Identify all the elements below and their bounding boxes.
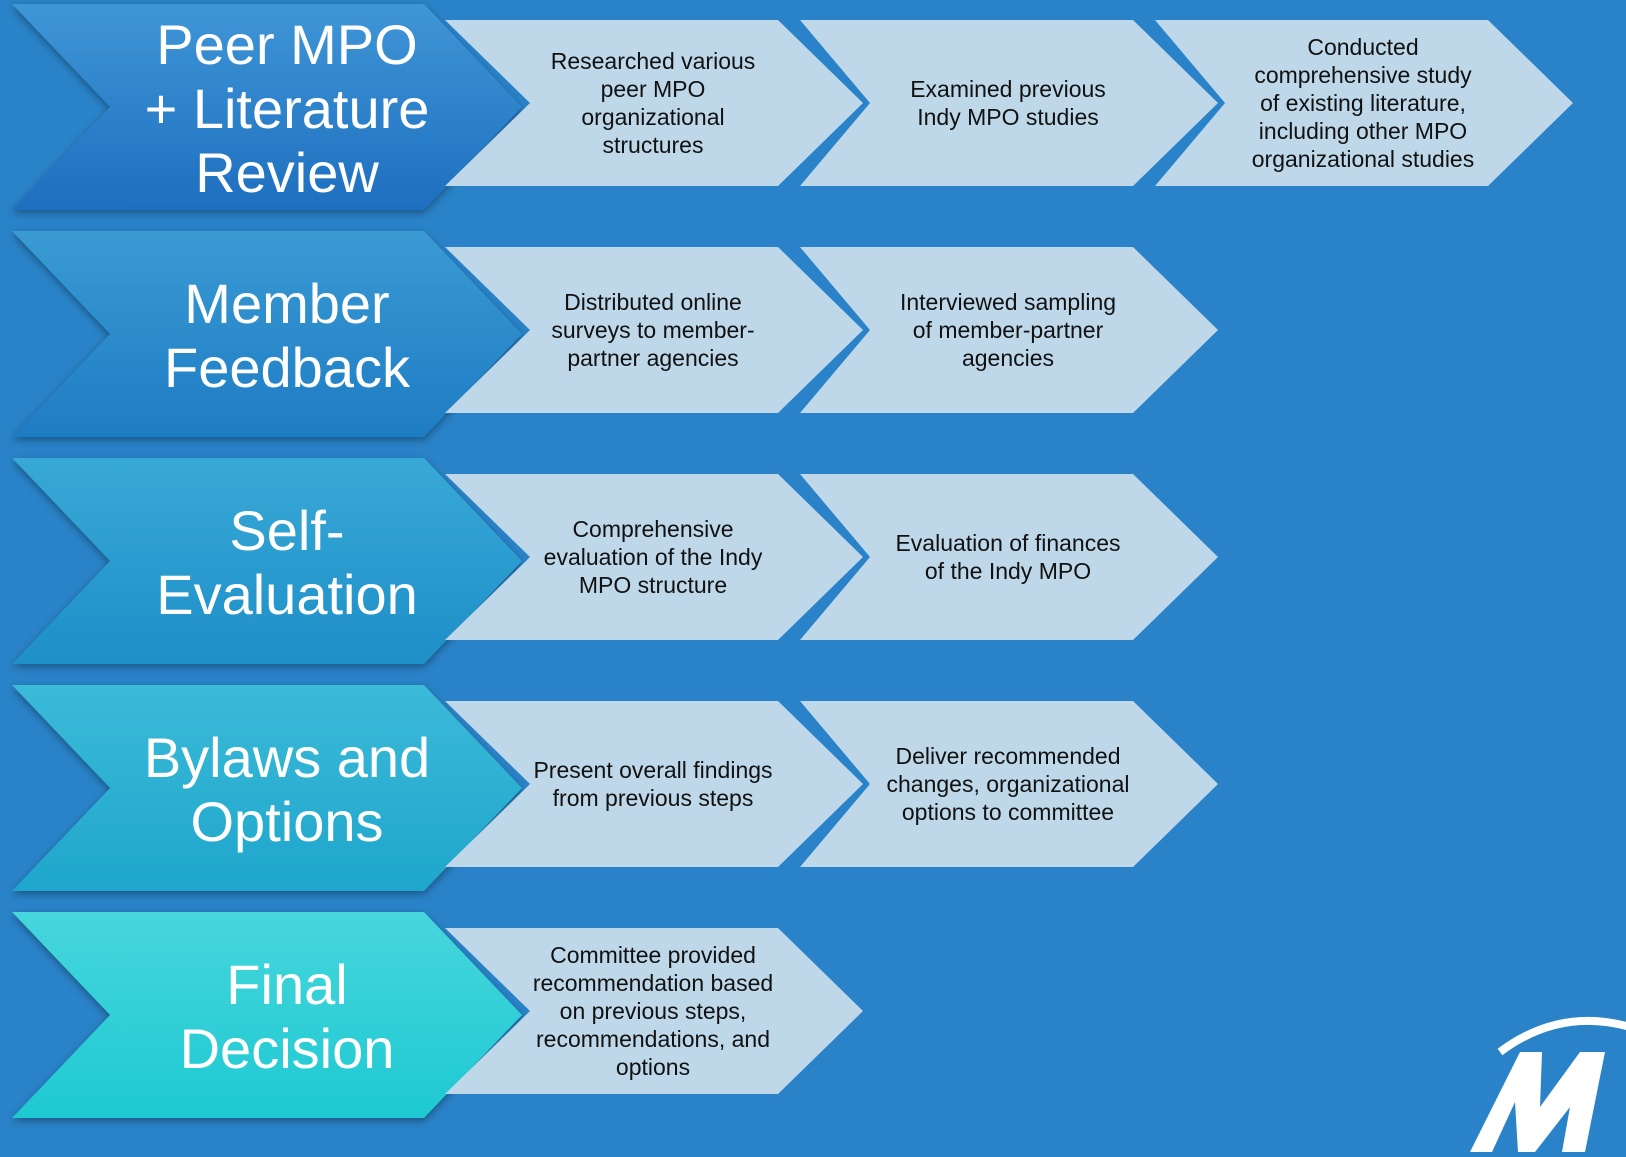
phase-label: Peer MPO + Literature Review: [144, 13, 430, 204]
step-text: Comprehensive evaluation of the Indy MPO…: [543, 516, 763, 598]
phase-chevron-member-feedback: Member Feedback: [12, 231, 532, 441]
phase-label: Self- Evaluation: [156, 499, 418, 626]
phase-row: Member Feedback Distributed online survey…: [0, 231, 1626, 441]
phase-row: Self- Evaluation Comprehensive evaluation…: [0, 458, 1626, 668]
phase-chevron-self-evaluation: Self- Evaluation: [12, 458, 532, 668]
step-chevron: Deliver recommended changes, organizatio…: [800, 701, 1230, 876]
phase-chevron-bylaws-and-options: Bylaws and Options: [12, 685, 532, 895]
phase-label: Final Decision: [179, 953, 395, 1080]
step-chevron: Committee provided recommendation based …: [445, 928, 875, 1103]
phase-row: Bylaws and Options Present overall findin…: [0, 685, 1626, 895]
mpo-logo-icon: [1470, 1012, 1626, 1152]
phase-chevron-peer-mpo-literature-review: Peer MPO + Literature Review: [12, 4, 532, 214]
step-chevron: Distributed online surveys to member- pa…: [445, 247, 875, 422]
step-text: Distributed online surveys to member- pa…: [551, 289, 755, 371]
phase-row: Peer MPO + Literature Review Researched v…: [0, 4, 1626, 214]
step-chevron: Comprehensive evaluation of the Indy MPO…: [445, 474, 875, 649]
step-text: Conducted comprehensive study of existin…: [1251, 34, 1475, 172]
step-chevron: Interviewed sampling of member-partner a…: [800, 247, 1230, 422]
phase-row: Final Decision Committee provided recomme…: [0, 912, 1626, 1122]
step-text: Evaluation of finances of the Indy MPO: [895, 530, 1121, 584]
step-chevron: Researched various peer MPO organization…: [445, 20, 875, 195]
step-text: Interviewed sampling of member-partner a…: [899, 289, 1117, 371]
step-text: Deliver recommended changes, organizatio…: [886, 743, 1130, 825]
step-chevron: Evaluation of finances of the Indy MPO: [800, 474, 1230, 649]
phase-chevron-final-decision: Final Decision: [12, 912, 532, 1122]
phase-label: Bylaws and Options: [143, 726, 431, 853]
step-chevron: Conducted comprehensive study of existin…: [1155, 20, 1585, 195]
step-text: Examined previous Indy MPO studies: [910, 76, 1106, 130]
phase-label: Member Feedback: [164, 272, 410, 399]
step-chevron: Examined previous Indy MPO studies: [800, 20, 1230, 195]
step-chevron: Present overall findings from previous s…: [445, 701, 875, 876]
step-text: Committee provided recommendation based …: [532, 942, 774, 1080]
step-text: Present overall findings from previous s…: [533, 757, 773, 811]
step-text: Researched various peer MPO organization…: [550, 48, 756, 158]
